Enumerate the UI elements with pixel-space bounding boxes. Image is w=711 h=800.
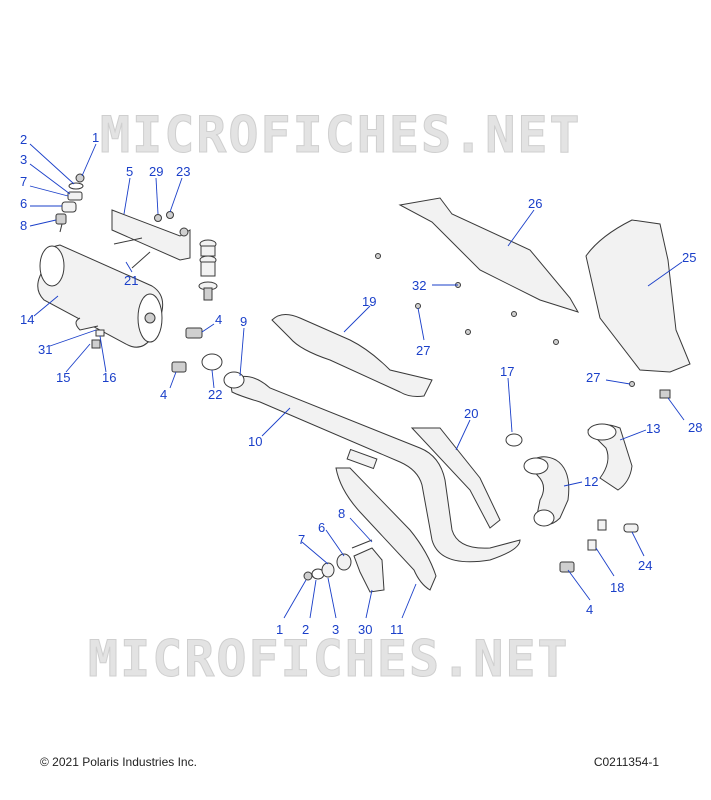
- callout-27a: 27: [416, 343, 430, 358]
- parts-drawing: [37, 173, 691, 593]
- mount-stack: [198, 239, 218, 301]
- bracket-part-30: [353, 547, 385, 593]
- heatshield-part-20: [410, 427, 501, 529]
- callouts: 1 2 3 7 6 8 5 29 23 21 14 31 15 16 4 4 2: [20, 130, 702, 637]
- callout-15: 15: [56, 370, 70, 385]
- callout-8b: 8: [338, 506, 345, 521]
- callout-14: 14: [20, 312, 34, 327]
- callout-1: 1: [92, 130, 99, 145]
- callout-2b: 2: [302, 622, 309, 637]
- callout-18: 18: [610, 580, 624, 595]
- callout-29: 29: [149, 164, 163, 179]
- heatshield-part-25: [585, 219, 691, 373]
- callout-11: 11: [390, 622, 404, 637]
- callout-8: 8: [20, 218, 27, 233]
- callout-23: 23: [176, 164, 190, 179]
- bracket-part-5: [111, 209, 191, 261]
- callout-24: 24: [638, 558, 652, 573]
- callout-5: 5: [126, 164, 133, 179]
- callout-22: 22: [208, 387, 222, 402]
- callout-16: 16: [102, 370, 116, 385]
- callout-31: 31: [38, 342, 52, 357]
- callout-19: 19: [362, 294, 376, 309]
- tailpipe-part-11: [335, 467, 437, 591]
- callout-2: 2: [20, 132, 27, 147]
- callout-32: 32: [412, 278, 426, 293]
- callout-28: 28: [688, 420, 702, 435]
- callout-21: 21: [124, 273, 138, 288]
- callout-26: 26: [528, 196, 542, 211]
- callout-4a: 4: [215, 312, 222, 327]
- callout-13: 13: [646, 421, 660, 436]
- muffler-part-14: [37, 244, 164, 348]
- callout-17: 17: [500, 364, 514, 379]
- hardware-stack-left: [55, 173, 85, 233]
- callout-1b: 1: [276, 622, 283, 637]
- pipe-part-10: [229, 375, 521, 563]
- callout-6: 6: [20, 196, 27, 211]
- callout-9: 9: [240, 314, 247, 329]
- copyright-text: © 2021 Polaris Industries Inc.: [40, 755, 197, 769]
- callout-3: 3: [20, 152, 27, 167]
- callout-30: 30: [358, 622, 372, 637]
- callout-3b: 3: [332, 622, 339, 637]
- callout-6b: 6: [318, 520, 325, 535]
- watermark-bottom: MICROFICHES.NET: [88, 630, 570, 688]
- heatshield-part-19: [271, 314, 433, 397]
- callout-7b: 7: [298, 532, 305, 547]
- callout-4c: 4: [586, 602, 593, 617]
- drawing-number: C0211354-1: [593, 755, 659, 769]
- callout-12: 12: [584, 474, 598, 489]
- heatshield-part-26: [398, 197, 580, 313]
- watermark-top: MICROFICHES.NET: [100, 106, 582, 164]
- callout-27b: 27: [586, 370, 600, 385]
- callout-25: 25: [682, 250, 696, 265]
- callout-4b: 4: [160, 387, 167, 402]
- callout-10: 10: [248, 434, 262, 449]
- callout-20: 20: [464, 406, 478, 421]
- callout-7: 7: [20, 174, 27, 189]
